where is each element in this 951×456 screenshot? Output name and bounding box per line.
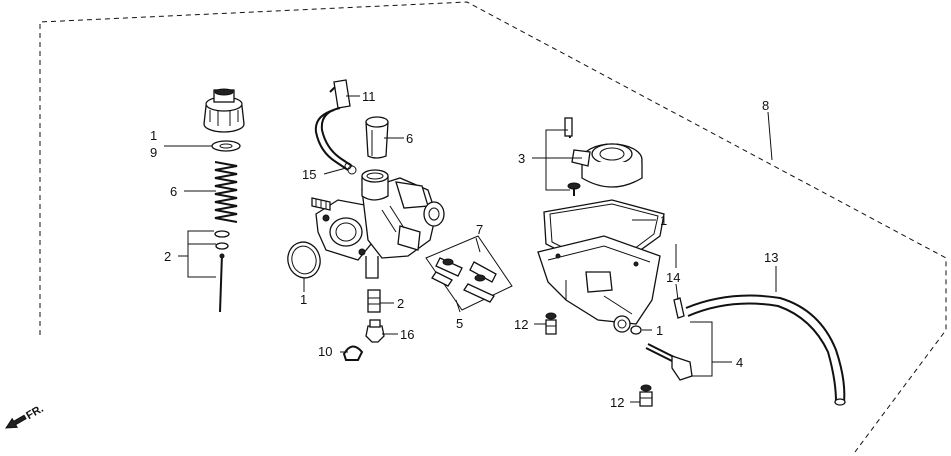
air-screw-part	[645, 343, 693, 381]
retaining-clip-part	[342, 345, 364, 361]
float-pin-part	[564, 117, 573, 139]
washer-part	[211, 140, 241, 152]
label-6-valve: 6	[406, 131, 413, 146]
label-8-assembly: 8	[762, 98, 769, 113]
float-chamber-part	[537, 235, 661, 333]
label-7-screw-set: 7	[476, 222, 483, 237]
o-ring-left	[287, 241, 321, 279]
label-9-washer: 9	[150, 145, 157, 160]
screw-set-part	[425, 235, 513, 311]
label-1-o-ring: 1	[300, 292, 307, 307]
leader-lines	[164, 95, 777, 403]
float-screw-part	[567, 182, 581, 196]
label-1-washer: 1	[150, 128, 157, 143]
drain-tube-part	[685, 294, 846, 406]
front-marker-text: FR.	[24, 403, 45, 422]
label-1-gasket: 1	[660, 213, 667, 228]
main-jet-part	[365, 319, 385, 343]
label-10-clip: 10	[318, 344, 332, 359]
label-11-tube: 11	[362, 89, 376, 104]
label-16-main-jet: 16	[400, 327, 414, 342]
float-part	[571, 143, 643, 188]
throttle-spring-part	[214, 161, 238, 223]
jet-needle-part	[214, 230, 230, 313]
front-direction-marker: FR.	[5, 403, 46, 429]
label-12-bowl-screw: 12	[610, 395, 624, 410]
label-3-float-set: 3	[518, 151, 525, 166]
label-15-clip: 15	[302, 167, 316, 182]
throttle-valve-part	[365, 116, 389, 159]
assembly-boundary	[39, 1, 947, 453]
label-13-drain-tube: 13	[764, 250, 778, 265]
label-12-drain-screw: 12	[514, 317, 528, 332]
label-5-screw-set: 5	[456, 316, 463, 331]
cable-cap-part	[203, 88, 245, 133]
tube-clip-part	[344, 162, 357, 175]
small-o-ring-part	[630, 325, 642, 335]
label-6-spring: 6	[170, 184, 177, 199]
hose-clip-part	[673, 297, 685, 319]
label-4-air-screw: 4	[736, 355, 743, 370]
needle-jet-part	[367, 289, 381, 313]
label-14-hose-clip: 14	[666, 270, 680, 285]
label-2-needle-jet: 2	[397, 296, 404, 311]
fuel-tube-part	[314, 79, 353, 171]
bowl-screw-part	[639, 384, 653, 407]
label-2-needle: 2	[164, 249, 171, 264]
drain-screw-part	[545, 312, 557, 335]
carburetor-body-part	[311, 169, 445, 279]
label-1-small-o-ring: 1	[656, 323, 663, 338]
